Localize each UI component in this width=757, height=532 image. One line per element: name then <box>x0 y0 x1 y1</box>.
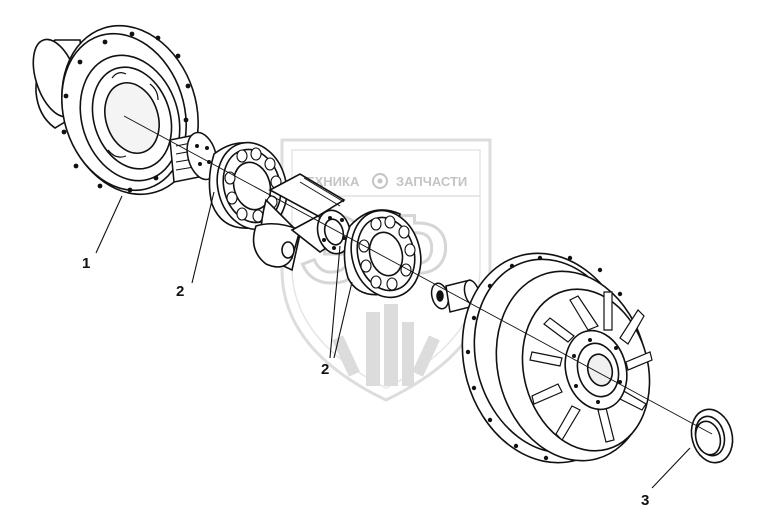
part-1-housing <box>32 24 199 196</box>
wheel-hub-drum <box>461 252 653 464</box>
watermark-right-text: ЗАПЧАСТИ <box>396 174 467 189</box>
part-3-seal-ring <box>690 408 734 464</box>
part-2-bearing-b <box>343 209 422 299</box>
planet-carrier <box>252 173 352 272</box>
splined-shaft <box>169 131 218 183</box>
callout-2a: 2 <box>176 283 184 300</box>
callout-labels: 1 2 2 3 <box>82 255 649 509</box>
callout-2b: 2 <box>321 361 329 378</box>
wheat-emblem-icon <box>332 304 440 386</box>
assembly-axis <box>123 115 713 435</box>
leader-lines <box>95 191 691 489</box>
callout-3: 3 <box>641 492 649 509</box>
gear-icon <box>372 173 388 189</box>
callout-1: 1 <box>82 255 90 272</box>
